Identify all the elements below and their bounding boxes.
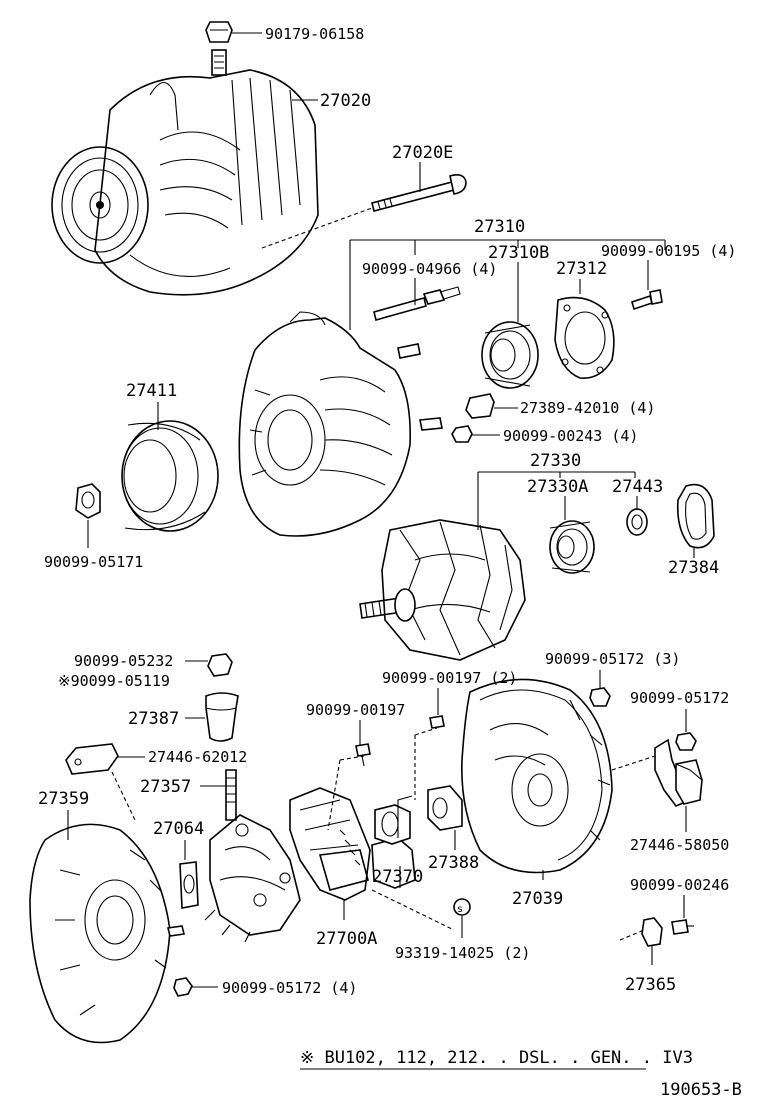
label-27700A: 27700A bbox=[316, 929, 377, 949]
screw-93319-14025: s bbox=[453, 898, 471, 916]
label-90099-05172: 90099-05172 bbox=[630, 689, 729, 707]
label-27310: 27310 bbox=[474, 217, 525, 237]
label-27388: 27388 bbox=[428, 853, 479, 873]
drive-end-frame-drawing bbox=[238, 311, 443, 537]
rectifier-holder-drawing bbox=[204, 814, 301, 943]
label-27443: 27443 bbox=[612, 477, 663, 497]
label-27384: 27384 bbox=[668, 558, 719, 578]
nut-90099-05232 bbox=[207, 653, 233, 677]
label-27020E: 27020E bbox=[392, 143, 453, 163]
label-27330A: 27330A bbox=[527, 477, 588, 497]
label-27389-42010: 27389-42010 (4) bbox=[520, 399, 655, 417]
label-90099-05119: ※90099-05119 bbox=[58, 672, 170, 690]
label-27312: 27312 bbox=[556, 259, 607, 279]
nut-90099-00243 bbox=[451, 425, 473, 443]
label-90099-05232: 90099-05232 bbox=[74, 652, 173, 670]
label-27020: 27020 bbox=[320, 91, 371, 111]
label-90099-00197: 90099-00197 bbox=[306, 701, 405, 719]
label-90099-05171: 90099-05171 bbox=[44, 553, 143, 571]
insulator-27446-58050 bbox=[654, 738, 703, 807]
bearing-27330A bbox=[549, 520, 595, 574]
pulley-27411 bbox=[121, 420, 219, 532]
label-90099-05172-3: 90099-05172 (3) bbox=[545, 650, 680, 668]
label-27365: 27365 bbox=[625, 975, 676, 995]
screw-90099-00197-2 bbox=[429, 715, 445, 729]
terminal-bolt-27357 bbox=[225, 769, 237, 821]
label-90099-00195: 90099-00195 (4) bbox=[601, 242, 736, 260]
stud-bolt-90099-04966 bbox=[373, 286, 461, 321]
label-27064: 27064 bbox=[153, 819, 204, 839]
label-90099-05172-4: 90099-05172 (4) bbox=[222, 979, 357, 997]
label-27411: 27411 bbox=[126, 381, 177, 401]
screw-90099-00195 bbox=[631, 289, 663, 311]
label-27446-62012: 27446-62012 bbox=[148, 748, 247, 766]
screw-s-mark: s bbox=[457, 904, 463, 915]
nut-90099-05172-3 bbox=[589, 687, 611, 707]
insulator-27389-42010 bbox=[465, 393, 495, 419]
retainer-plate-27312 bbox=[554, 296, 615, 379]
rotor-27330 bbox=[359, 519, 526, 661]
bushing-27387 bbox=[205, 692, 239, 742]
thru-bolt-27020E bbox=[371, 174, 467, 212]
label-27330: 27330 bbox=[530, 451, 581, 471]
label-27310B: 27310B bbox=[488, 243, 549, 263]
rear-end-frame-27039 bbox=[461, 678, 613, 874]
regulator-27700A bbox=[289, 787, 371, 901]
label-90099-00246: 90099-00246 bbox=[630, 876, 729, 894]
label-93319-14025: 93319-14025 (2) bbox=[395, 944, 530, 962]
seal-27384 bbox=[676, 483, 715, 549]
label-27387: 27387 bbox=[128, 709, 179, 729]
terminal-27365 bbox=[641, 917, 663, 947]
label-90099-00243: 90099-00243 (4) bbox=[503, 427, 638, 445]
bearing-27310B bbox=[481, 321, 539, 389]
diagram-code: 190653-B bbox=[660, 1080, 742, 1100]
gasket-27064 bbox=[179, 861, 199, 909]
rear-end-cover-27359 bbox=[29, 823, 185, 1044]
label-90099-04966: 90099-04966 (4) bbox=[362, 260, 497, 278]
label-90099-00197-2: 90099-00197 (2) bbox=[382, 669, 517, 687]
label-27039: 27039 bbox=[512, 889, 563, 909]
washer-27443 bbox=[626, 508, 648, 536]
label-27370: 27370 bbox=[372, 867, 423, 887]
insulator-27446-62012 bbox=[65, 743, 119, 775]
nut-90179-06158 bbox=[205, 21, 233, 43]
nut-90099-05172 bbox=[675, 732, 697, 751]
label-27446-58050: 27446-58050 bbox=[630, 836, 729, 854]
nut-90099-05171 bbox=[75, 483, 101, 519]
label-27357: 27357 bbox=[140, 777, 191, 797]
screw-90099-00246 bbox=[671, 919, 694, 935]
cover-27388 bbox=[427, 785, 463, 831]
screw-90099-00197 bbox=[355, 743, 371, 767]
label-90179-06158: 90179-06158 bbox=[265, 25, 364, 43]
nut-90099-05172-4 bbox=[173, 977, 193, 997]
brush-holder-27370 bbox=[371, 795, 416, 889]
label-27359: 27359 bbox=[38, 789, 89, 809]
footnote: ※ BU102, 112, 212. . DSL. . GEN. . IV3 bbox=[300, 1048, 693, 1068]
alternator-assembly-drawing bbox=[51, 49, 373, 296]
